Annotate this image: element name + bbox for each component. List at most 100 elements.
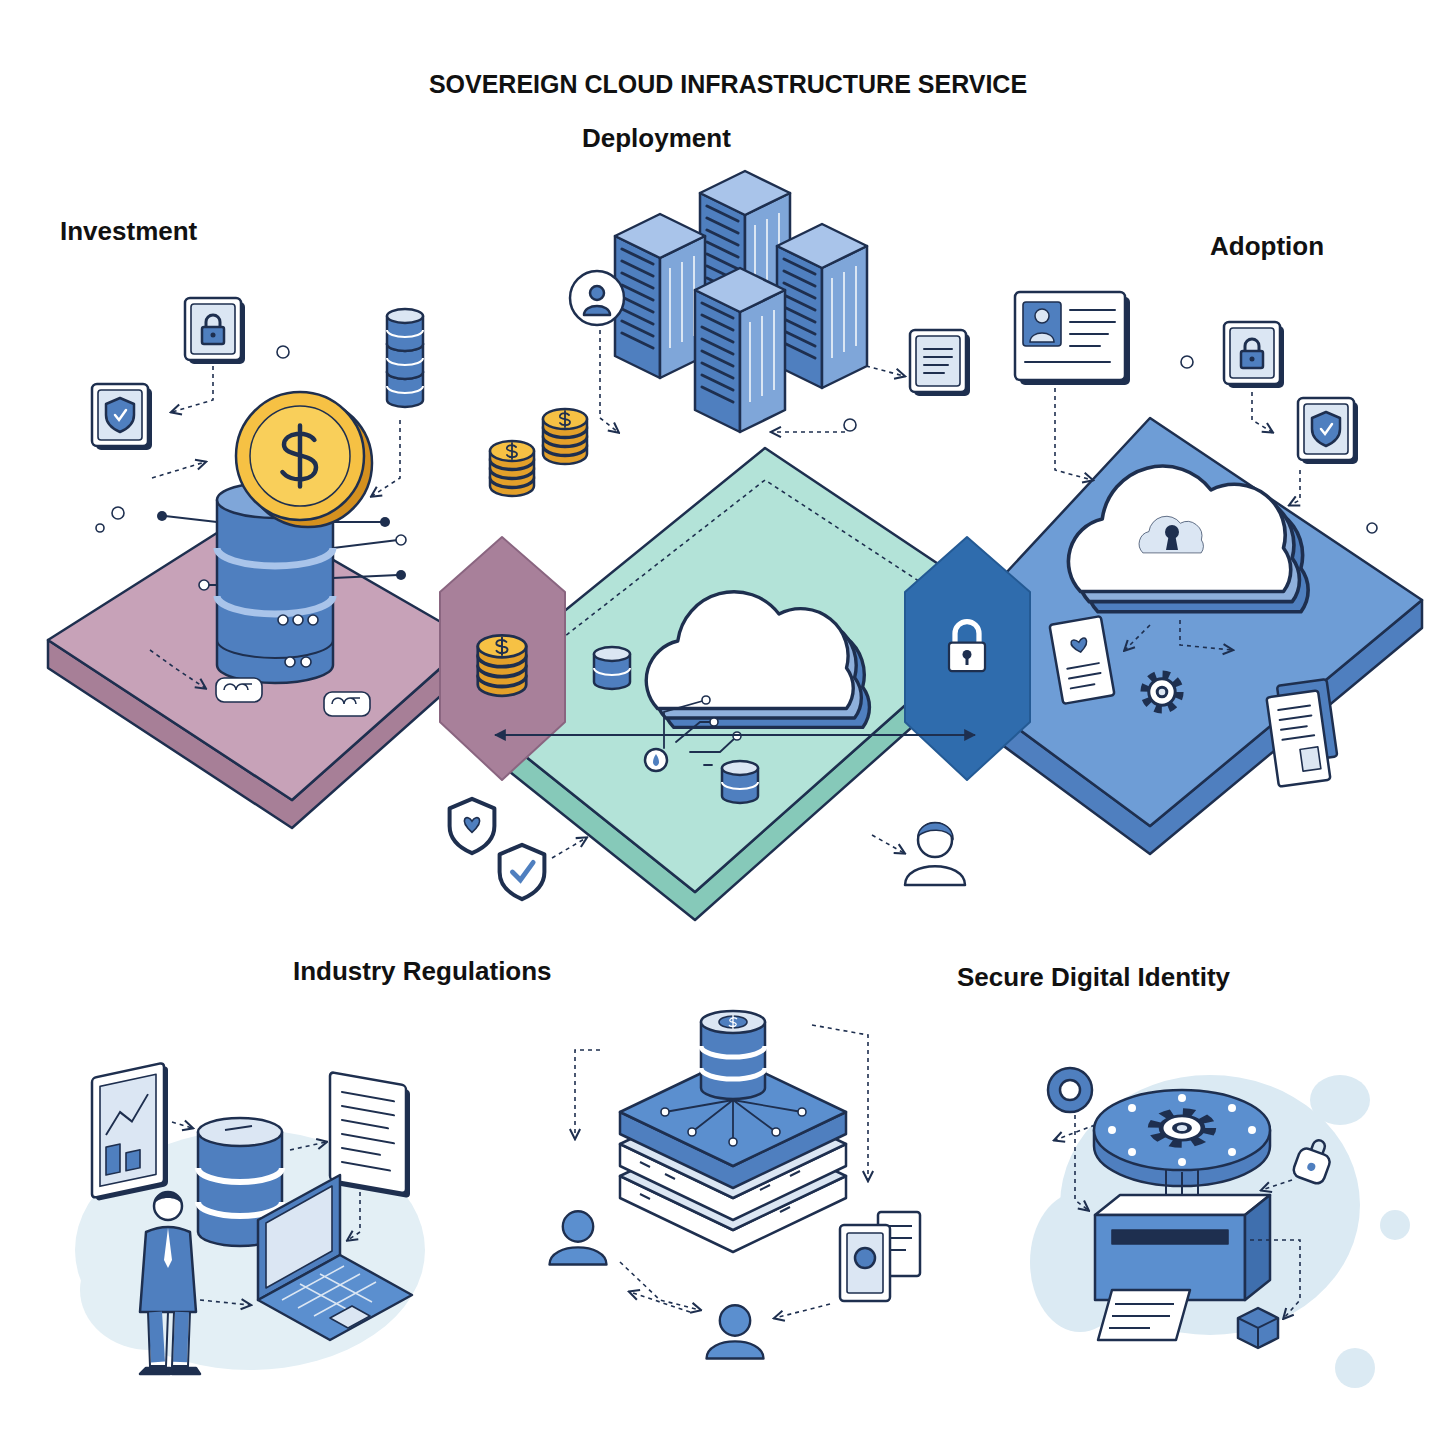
- adoption-icons-part: [1367, 523, 1377, 533]
- adoption-icons-part: [1181, 356, 1193, 368]
- lock-hexagon-part-part: [949, 643, 985, 672]
- trust-shields-part-part: [450, 799, 495, 853]
- adoption-cloud: [1068, 466, 1308, 612]
- adoption-icons-part: [1298, 398, 1358, 464]
- adoption-icons-part: [1180, 620, 1232, 650]
- regulations-illustration-part: [198, 1168, 282, 1216]
- lock-hexagon-part-part: [966, 656, 969, 665]
- investment-database-part: [217, 640, 333, 658]
- server-cluster-part: [777, 224, 867, 388]
- adoption-icons-part: [1241, 339, 1263, 368]
- data-platform-illustration-part: [575, 1050, 600, 1138]
- investment-database-part: [285, 657, 295, 667]
- investment-section: Investment: [50, 213, 495, 823]
- investment-database-part: [293, 615, 303, 625]
- security-panels-part: [185, 298, 245, 364]
- identity-card-part: [1015, 292, 1125, 380]
- identity-illustration-part-part: [1306, 1162, 1316, 1172]
- identity-illustration-part: [1055, 1125, 1095, 1140]
- diagram-title: SOVEREIGN CLOUD INFRASTRUCTURE SERVICE: [429, 70, 1027, 98]
- adoption-icons-part: [1224, 322, 1284, 388]
- investment-database-part: [157, 511, 167, 521]
- deployment-section: Deployment: [570, 120, 870, 440]
- regulations-illustration-part-part: [100, 1074, 156, 1186]
- section-heading: Industry Regulations: [293, 956, 552, 987]
- data-platform-illustration-part: [729, 1138, 737, 1146]
- identity-illustration-part: [1095, 1215, 1245, 1300]
- deployment-cloud-part: [710, 718, 718, 726]
- identity-illustration-part: [1310, 1075, 1370, 1125]
- regulations-illustration-part-part: [92, 1063, 164, 1198]
- regulations-section: Industry Regulations: [80, 953, 570, 1393]
- user-figure-part: [918, 823, 953, 838]
- adoption-icons-part: [1055, 388, 1092, 480]
- identity-illustration-part: [1112, 1230, 1228, 1244]
- data-platform-illustration: [550, 1011, 921, 1359]
- security-panels-part: [112, 507, 124, 519]
- section-heading: Adoption: [1210, 231, 1324, 262]
- regulations-illustration-part: [282, 1266, 376, 1316]
- adoption-cloud-part: [1166, 534, 1178, 550]
- regulations-illustration-part-part: [106, 1144, 120, 1175]
- dollar-coin-part: [282, 426, 316, 487]
- dollar-coin: [236, 392, 372, 527]
- identity-illustration: [1030, 1068, 1410, 1388]
- data-platform-illustration-part: [775, 1304, 830, 1318]
- identity-illustration-part: [1048, 1068, 1092, 1112]
- adoption-documents-part: [1265, 679, 1340, 787]
- investment-database-part: [301, 657, 311, 667]
- deployment-cloud-part: [722, 761, 758, 803]
- deployment-icons-part: [924, 349, 952, 373]
- security-panels-part: [172, 366, 213, 412]
- adoption-documents: [1049, 616, 1340, 787]
- section-heading: Secure Digital Identity: [957, 962, 1230, 993]
- user-figure-part: [918, 823, 952, 857]
- security-panels-part: [202, 315, 224, 344]
- regulations-illustration-part: [140, 1368, 200, 1374]
- regulations-illustration-part: [290, 1142, 326, 1150]
- regulations-illustration-part: [348, 1192, 360, 1240]
- coin-hexagon: [440, 537, 565, 780]
- deployment-icons-part: [543, 409, 587, 464]
- identity-card-part: [1025, 310, 1115, 362]
- trust-shields-part-part: [464, 818, 479, 833]
- deployment-icons-part: [570, 271, 624, 325]
- security-panels-part: [387, 309, 423, 351]
- trust-shields-part: [450, 799, 495, 853]
- adoption-documents-part-part: [1300, 747, 1321, 771]
- section-heading: Deployment: [582, 123, 731, 154]
- user-figure-part: [872, 835, 904, 853]
- security-panels-part: [106, 398, 134, 432]
- regulations-illustration-part-part: [330, 1072, 406, 1193]
- identity-illustration-part: [1108, 1126, 1116, 1134]
- deployment-icons-part: [844, 419, 856, 431]
- identity-illustration-part: [1178, 1094, 1186, 1102]
- investment-database-part: [217, 548, 333, 566]
- lock-hexagon: [905, 537, 1030, 780]
- trust-shields-part-part: [500, 845, 545, 899]
- identity-illustration-part: [1335, 1348, 1375, 1388]
- deployment-cloud-part: [594, 647, 630, 689]
- identity-illustration-part-part: [1291, 1146, 1331, 1185]
- regulations-illustration-part-part: [342, 1092, 394, 1171]
- identity-illustration-part: [1228, 1104, 1236, 1112]
- regulations-illustration: [75, 1062, 425, 1374]
- investment-database-part: [396, 570, 406, 580]
- identity-card-part: [1030, 333, 1054, 342]
- regulations-illustration-part: [258, 1255, 412, 1340]
- token-icons-part: [224, 684, 252, 690]
- token-icons-part: [324, 692, 370, 716]
- trust-shields-part: [552, 838, 586, 858]
- section-heading: Investment: [60, 216, 197, 247]
- regulations-illustration-part: [92, 1062, 168, 1202]
- identity-card: [1015, 292, 1130, 385]
- data-platform-illustration-part: [665, 1100, 802, 1142]
- data-platform-illustration-part: [701, 1011, 765, 1033]
- data-platform-illustration-part: [855, 1248, 875, 1268]
- regulations-illustration-part: [164, 1228, 172, 1268]
- adoption-cloud-part: [1068, 466, 1308, 612]
- regulations-illustration-part: [330, 1306, 370, 1328]
- deployment-cloud-part: [653, 754, 659, 766]
- identity-illustration-part: [1128, 1148, 1136, 1156]
